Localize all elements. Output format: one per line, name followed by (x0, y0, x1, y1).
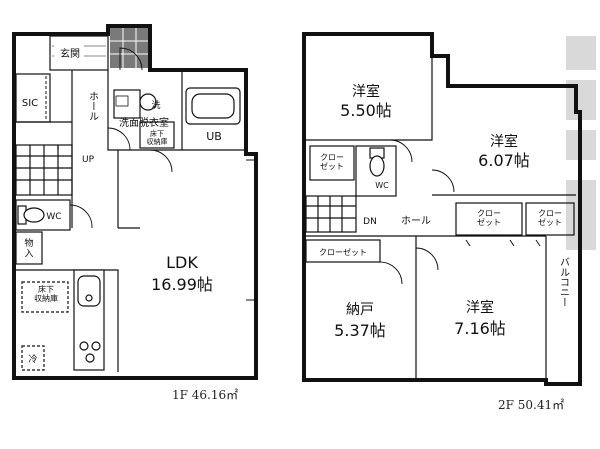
rei-label: 冷 (28, 353, 37, 365)
washroom-label: 洗面脱衣室 (119, 116, 169, 129)
floor2-plan (302, 32, 582, 386)
balcony-label: バルコニー (558, 257, 570, 307)
closet-d-label: クローゼット (319, 247, 367, 257)
kitchen-counter (16, 269, 119, 372)
sic-label: SIC (22, 98, 38, 109)
genkan-label: 玄関 (60, 47, 80, 60)
ldk-name: LDK (166, 253, 198, 272)
room3-name: 洋室 (466, 299, 494, 316)
room1-size: 5.50帖 (340, 101, 392, 120)
monoire-label: 物入 (24, 237, 33, 259)
closet-a-label: クローゼット (320, 153, 344, 171)
up-label: UP (82, 155, 95, 165)
ub-label: UB (206, 130, 222, 143)
hall-label-1f: ホール (87, 91, 99, 121)
room2-size: 6.07帖 (478, 151, 530, 170)
stairs-1f (15, 144, 73, 196)
nando-size: 5.37帖 (334, 321, 386, 340)
room2-name: 洋室 (490, 133, 518, 150)
yuka-shuno-label: 床下収納庫 (147, 129, 168, 146)
floor2-area-caption: 2F 50.41㎡ (498, 398, 565, 412)
bathtub (185, 87, 241, 125)
ldk-size: 16.99帖 (151, 275, 213, 294)
room1-name: 洋室 (352, 83, 380, 100)
kitchen-shuno-label: 床下収納庫 (34, 284, 58, 303)
wc-label-1f: WC (46, 212, 61, 222)
stairs-2f (305, 195, 357, 233)
floor1-plan (12, 24, 258, 380)
room3-size: 7.16帖 (454, 319, 506, 338)
dn-label: DN (363, 217, 377, 227)
sentaku-label: 洗 (151, 99, 160, 111)
hall-label-2f: ホール (401, 215, 431, 227)
wc-label-2f: WC (375, 181, 389, 190)
nando-name: 納戸 (346, 302, 374, 318)
toilet-2f (369, 147, 385, 177)
toilet-1f (17, 205, 45, 225)
closet-c-label: クローゼット (538, 209, 562, 227)
genkan-tile (110, 28, 148, 68)
closet-b-label: クローゼット (477, 209, 501, 227)
floor1-area-caption: 1F 46.16㎡ (172, 388, 239, 402)
